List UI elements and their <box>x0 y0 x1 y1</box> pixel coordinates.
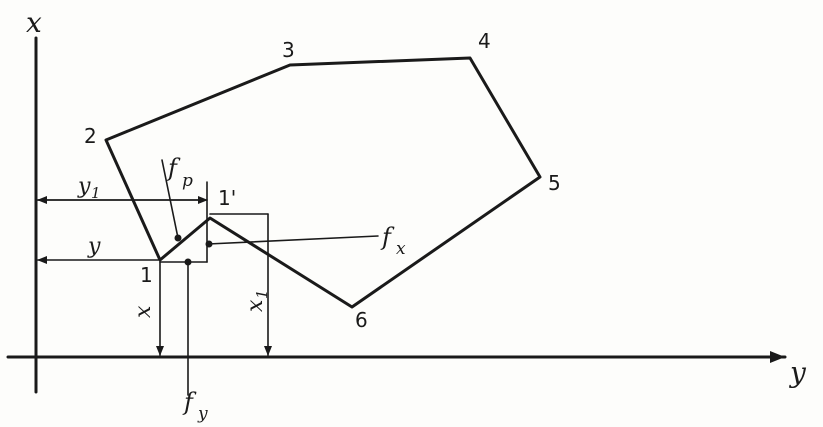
fp-point <box>174 234 182 242</box>
dim-x-label: x <box>131 305 156 318</box>
fp-label-sub: p <box>182 171 193 191</box>
dim-x1-label-sub: 1 <box>253 289 271 299</box>
vertex-label-1-prime: 1' <box>218 186 236 210</box>
fx-point <box>205 240 213 248</box>
vertex-label-2: 2 <box>84 124 97 148</box>
fy-label: f <box>182 388 197 416</box>
vertex-label-6: 6 <box>355 308 368 332</box>
vertex-label-4: 4 <box>478 29 491 53</box>
vertex-label-3: 3 <box>282 38 295 62</box>
dim-y1-label-sub: 1 <box>91 184 101 202</box>
fp-line <box>161 159 179 239</box>
dim-y-label: y <box>87 234 101 259</box>
polygon-outline <box>104 56 542 309</box>
fy-label-sub: y <box>197 404 208 424</box>
y-axis-arrow <box>770 351 785 363</box>
vertex-label-5: 5 <box>548 171 561 195</box>
fx-line <box>207 235 379 245</box>
fy-point <box>184 258 192 266</box>
x-axis-label: x <box>26 6 42 39</box>
vertex-label-1: 1 <box>140 263 153 287</box>
fx-label: f <box>380 223 395 251</box>
dim-x1-label: x <box>243 299 268 312</box>
fx-label-sub: x <box>396 239 406 259</box>
dim-y1-label: y <box>77 174 91 199</box>
fp-label: f <box>166 154 181 182</box>
y-axis-label: y <box>788 356 807 389</box>
